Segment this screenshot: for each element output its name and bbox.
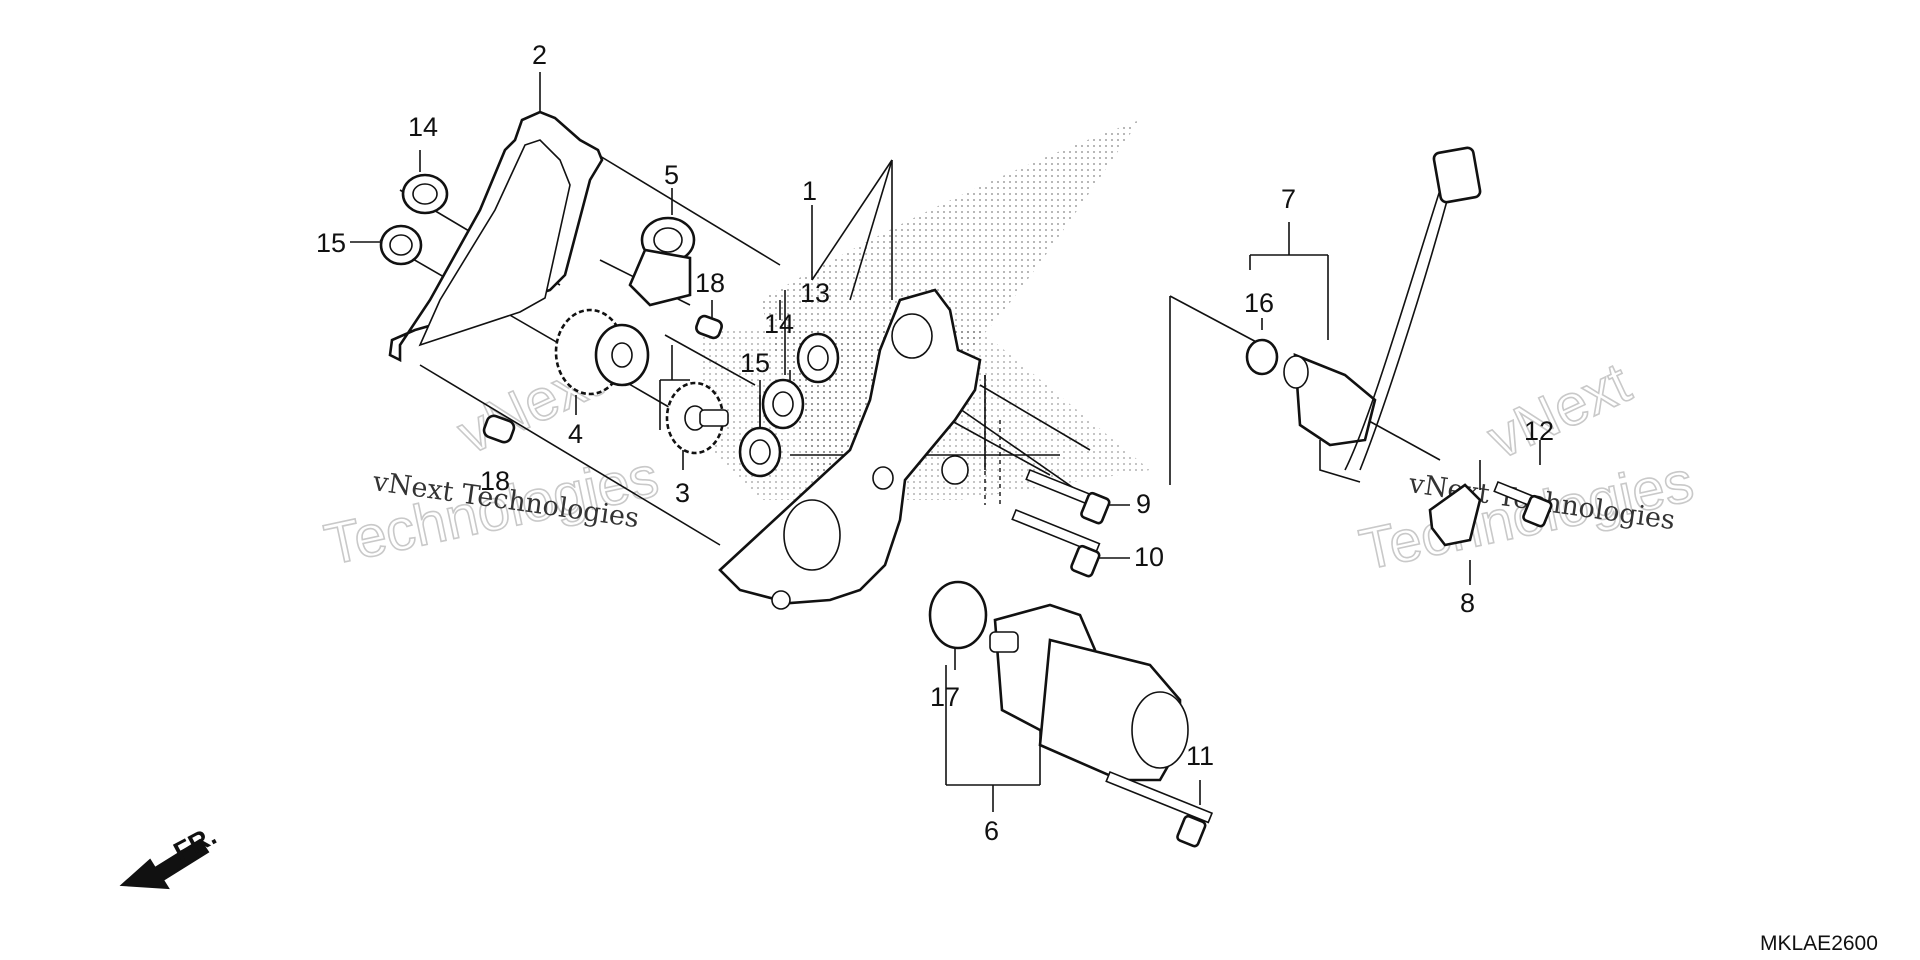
shift-arm-part (628, 216, 696, 307)
cover-bore-low (771, 590, 791, 610)
callout-6: 6 (984, 816, 999, 846)
o-ring-17 (928, 580, 988, 650)
gear-3 (665, 381, 729, 455)
gear-4 (554, 308, 650, 396)
callout-10: 10 (1134, 542, 1164, 572)
bolt-12 (1493, 480, 1553, 528)
callout-12: 12 (1524, 416, 1554, 446)
cover-bore-large (783, 499, 841, 571)
callout-labels: 2 14 15 5 18 1 13 14 15 4 18 3 9 10 7 16… (316, 40, 1554, 846)
wire-clamp-8 (1428, 483, 1482, 547)
bearing-left-top (401, 173, 449, 215)
bearing-center-14 (761, 378, 805, 430)
callout-11: 11 (1186, 741, 1214, 771)
callout-2: 2 (532, 40, 547, 70)
o-ring-16 (1245, 338, 1279, 376)
callout-3: 3 (675, 478, 690, 508)
callout-18-lower: 18 (480, 466, 510, 496)
front-direction-arrow: FR. (119, 820, 221, 890)
bolt-10 (1011, 508, 1101, 578)
callout-1: 1 (802, 176, 817, 206)
cover-bore-upper (891, 313, 933, 359)
watermark-group-right: Technologies vNext vNext Technologies (1353, 349, 1699, 583)
diagram-code: MKLAE2600 (1760, 932, 1878, 955)
callout-14-left: 14 (408, 112, 438, 142)
gasket-inner (418, 139, 571, 347)
callout-18-upper: 18 (695, 268, 725, 298)
svg-text:vNext: vNext (1478, 350, 1640, 472)
cover-bore-right (941, 455, 969, 485)
callout-4: 4 (568, 419, 583, 449)
bearing-center-15 (738, 426, 782, 478)
bolt-11 (1105, 770, 1214, 848)
dowel-pin-upper (695, 314, 723, 340)
dowel-pin-lower (482, 414, 516, 444)
callout-13: 13 (800, 278, 830, 308)
callout-14-center: 14 (764, 309, 794, 339)
callout-5: 5 (664, 160, 679, 190)
callout-17: 17 (930, 682, 960, 712)
callout-15-left: 15 (316, 228, 346, 258)
cover-bore-mid (872, 466, 894, 490)
shift-sensor-part (1283, 146, 1482, 483)
bearing-center-13 (796, 332, 840, 384)
shift-motor-part (989, 603, 1189, 782)
bearing-left-bottom (379, 224, 423, 266)
callout-15-center: 15 (740, 348, 770, 378)
callout-16: 16 (1244, 288, 1274, 318)
callout-7: 7 (1281, 184, 1296, 214)
bolt-9 (1025, 468, 1111, 525)
callout-9: 9 (1136, 489, 1151, 519)
callout-8: 8 (1460, 588, 1475, 618)
